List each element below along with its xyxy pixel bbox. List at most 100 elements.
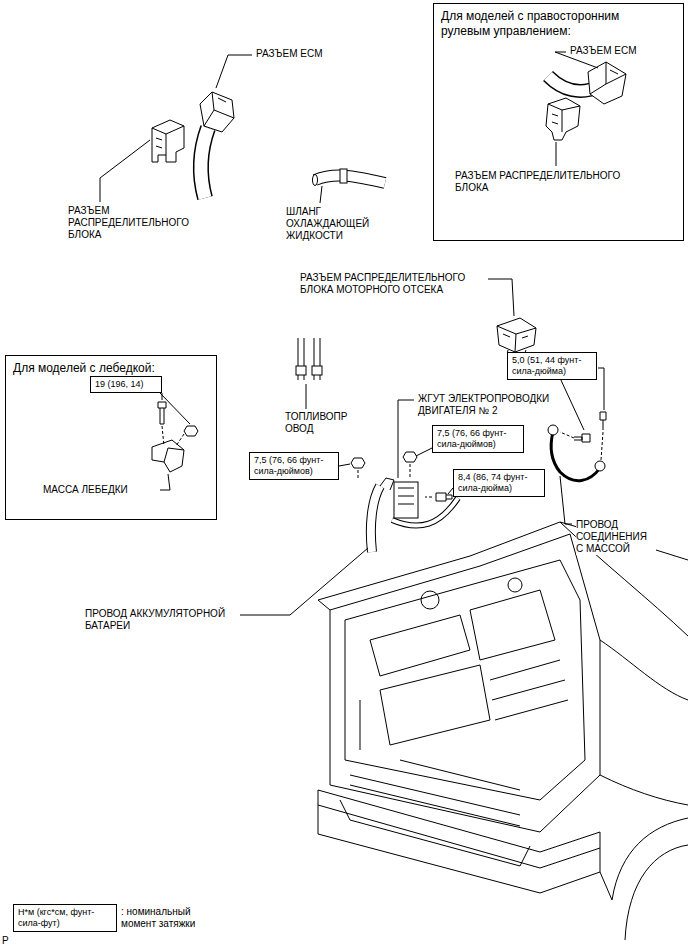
vehicle-drawing xyxy=(600,640,688,700)
part-label: ПРОВОД СОЕДИНЕНИЯ С МАССОЙ xyxy=(576,519,656,555)
vehicle-drawing xyxy=(508,578,522,592)
vehicle-drawing xyxy=(380,665,490,745)
ground-wire-drawing xyxy=(548,412,606,481)
winch-ground-drawing xyxy=(152,440,184,472)
leader-line xyxy=(160,393,190,424)
leader-line xyxy=(398,400,414,478)
leader-line xyxy=(416,448,432,456)
harness-drawing xyxy=(358,464,432,497)
connector-drawing xyxy=(497,326,536,352)
harness-drawing xyxy=(351,458,365,468)
connector-drawing xyxy=(204,92,234,126)
leader-line xyxy=(100,140,150,202)
connector-drawing xyxy=(152,126,184,155)
ground-wire-drawing xyxy=(595,461,605,471)
vehicle-drawing xyxy=(340,800,530,866)
ground-wire-drawing xyxy=(574,434,590,442)
torque-box: 19 (196, 14) xyxy=(90,376,162,393)
connector-drawing xyxy=(546,62,626,140)
torque-box: 8,4 (86, 74 фунт-сила-дюйма) xyxy=(453,469,545,497)
legend-text: : номинальный момент затяжки xyxy=(121,906,209,930)
ground-wire-drawing xyxy=(551,432,600,481)
winch-ground-drawing xyxy=(152,402,198,472)
leader-line xyxy=(560,476,572,524)
vehicle-drawing xyxy=(490,660,568,720)
part-label: ПРОВОД АККУМУЛЯТОРНОЙ БАТАРЕИ xyxy=(85,608,240,632)
leader-line xyxy=(556,142,557,166)
page-mark: P xyxy=(2,935,16,947)
vehicle-drawing xyxy=(612,818,688,900)
vehicle-drawing xyxy=(318,805,600,868)
fuel-line-drawing xyxy=(296,338,322,380)
harness-drawing xyxy=(403,452,417,462)
harness-drawing xyxy=(394,482,418,518)
harness-drawing xyxy=(371,486,380,552)
connector-drawing xyxy=(546,98,580,140)
vehicle-drawing xyxy=(421,591,439,609)
leader-line xyxy=(216,55,252,88)
vehicle-drawing xyxy=(600,872,612,900)
torque-box: Н*м (кгс*см, фунт-сила-фут) xyxy=(13,904,117,932)
connector-drawing xyxy=(548,104,580,132)
leader-line xyxy=(232,548,368,615)
winch-ground-drawing xyxy=(164,448,184,462)
connector-drawing xyxy=(200,92,234,132)
vehicle-drawing xyxy=(345,560,585,800)
frame-heading: Для моделей с лебедкой: xyxy=(13,361,209,376)
hose-drawing xyxy=(315,176,385,183)
leader-line xyxy=(160,474,170,490)
torque-value: 7,5 (76, 66 фунт-сила-дюймов) xyxy=(437,428,519,450)
vehicle-drawing xyxy=(470,590,555,660)
harness-drawing xyxy=(351,452,458,552)
hose-drawing xyxy=(313,175,318,186)
leader-line xyxy=(488,279,514,316)
fuel-line-drawing xyxy=(296,366,306,375)
torque-value: 8,4 (86, 74 фунт-сила-дюйма) xyxy=(458,472,540,494)
torque-value: 19 (196, 14) xyxy=(95,379,157,390)
vehicle-drawing xyxy=(330,534,600,832)
part-label: ЖГУТ ЭЛЕКТРОПРОВОДКИ ДВИГАТЕЛЯ № 2 xyxy=(418,393,558,417)
connector-drawing xyxy=(201,128,208,198)
vehicle-drawing xyxy=(370,615,470,676)
connector-drawing xyxy=(497,318,536,352)
leader-line xyxy=(320,186,322,203)
frame-heading: Для моделей с правосторонним рулевым упр… xyxy=(441,9,646,39)
harness-drawing xyxy=(436,493,452,501)
torque-value: 5,0 (51, 44 фунт-сила-дюйма) xyxy=(512,355,592,377)
part-label: МАССА ЛЕБЕДКИ xyxy=(43,484,158,496)
vehicle-drawing xyxy=(318,534,570,610)
torque-box: 7,5 (76, 66 фунт-сила-дюймов) xyxy=(249,452,339,480)
harness-drawing xyxy=(398,488,414,504)
leader-line xyxy=(306,384,307,409)
part-label: ТОПЛИВОПР ОВОД xyxy=(285,411,351,435)
part-label: РАЗЪЕМ РАСПРЕДЕЛИТЕЛЬНОГО БЛОКА МОТОРНОГ… xyxy=(300,272,485,296)
part-label: ШЛАНГ ОХЛАЖДАЮЩЕЙ ЖИДКОСТИ xyxy=(286,206,371,242)
vehicle-drawing xyxy=(318,522,688,940)
note-frame: Для моделей с правосторонним рулевым упр… xyxy=(433,3,684,241)
vehicle-drawing xyxy=(625,845,688,940)
connector-drawing xyxy=(152,120,184,162)
torque-box: 7,5 (76, 66 фунт-сила-дюймов) xyxy=(432,425,524,453)
harness-drawing xyxy=(371,486,380,552)
ground-wire-drawing xyxy=(548,425,558,435)
ground-wire-drawing xyxy=(560,432,603,460)
connector-drawing xyxy=(200,92,234,198)
winch-ground-drawing xyxy=(184,426,198,436)
connector-drawing xyxy=(201,128,208,198)
hose-drawing xyxy=(340,169,347,183)
harness-drawing xyxy=(380,478,394,490)
torque-value: Н*м (кгс*см, фунт-сила-фут) xyxy=(18,907,112,929)
fuel-line-drawing xyxy=(312,366,322,375)
vehicle-drawing xyxy=(318,790,600,893)
vehicle-drawing xyxy=(360,700,520,790)
hose-drawing xyxy=(315,176,385,183)
leader-line xyxy=(339,464,350,466)
hose-drawing xyxy=(313,169,386,186)
connector-drawing xyxy=(152,120,184,162)
torque-value: 7,5 (76, 66 фунт-сила-дюймов) xyxy=(254,455,334,477)
vehicle-drawing xyxy=(600,775,688,805)
torque-box: 5,0 (51, 44 фунт-сила-дюйма) xyxy=(507,352,597,380)
leader-line xyxy=(100,52,604,615)
winch-ground-drawing xyxy=(158,402,166,424)
